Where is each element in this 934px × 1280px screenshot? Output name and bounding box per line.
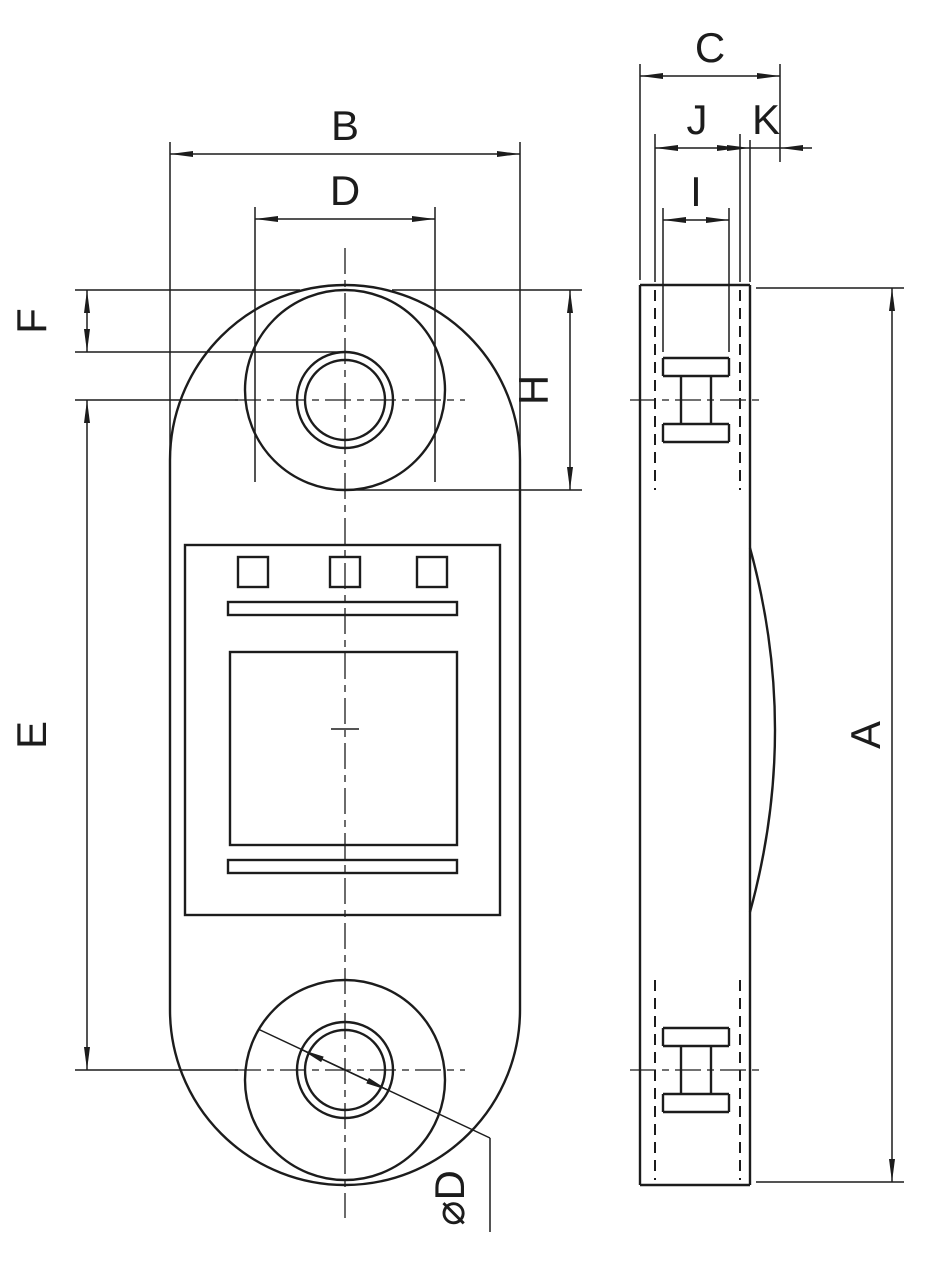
dimension-label-B: B <box>331 102 359 149</box>
leader-line <box>257 1028 491 1139</box>
dimension-F: F <box>8 289 343 353</box>
dimension-B: B <box>169 102 521 456</box>
panel-outline <box>183 543 502 917</box>
indicator-square-3 <box>415 555 449 589</box>
dimension-label-diameter-D: ⌀D <box>426 1170 473 1226</box>
dimension-label-A: A <box>842 721 889 749</box>
dimension-diameter-D: ⌀D <box>257 1028 491 1232</box>
dimension-label-K: K <box>752 96 780 143</box>
front-body-outline <box>168 283 522 1187</box>
slot-bar-top <box>226 600 459 617</box>
display-screen-outline <box>228 650 459 847</box>
dimension-H: H <box>352 289 582 491</box>
dimension-label-H: H <box>510 375 557 405</box>
dimension-D: D <box>254 167 436 482</box>
dimension-label-F: F <box>8 308 55 334</box>
dimension-label-J: J <box>687 96 708 143</box>
dimension-J: J <box>654 96 741 282</box>
indicator-square-1 <box>236 555 270 589</box>
dimension-label-C: C <box>695 24 725 71</box>
hidden-slot-lines <box>654 290 741 1180</box>
front-view-centerlines <box>235 248 465 1218</box>
dimension-E: E <box>8 399 238 1071</box>
dimension-A: A <box>756 287 904 1183</box>
dimension-label-E: E <box>8 721 55 749</box>
side-view <box>630 283 777 1187</box>
slot-bar-bottom <box>226 858 459 875</box>
dimension-C: C <box>639 24 781 280</box>
dimension-label-I: I <box>690 168 702 215</box>
dimension-label-D: D <box>330 167 360 214</box>
side-bulge-profile <box>748 547 777 913</box>
dimension-I: I <box>662 168 730 352</box>
dimension-K: K <box>718 96 812 282</box>
